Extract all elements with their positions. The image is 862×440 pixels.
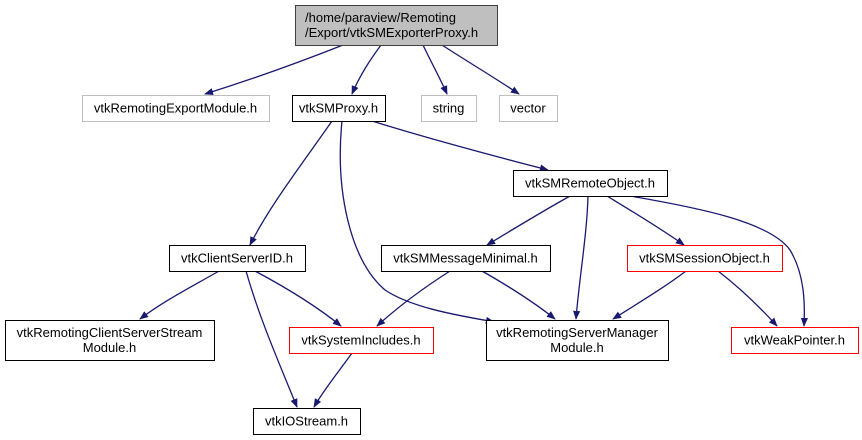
edge-smproxy-to-clientserverid (249, 120, 333, 246)
node-exportmodule: vtkRemotingExportModule.h (82, 95, 270, 122)
node-sessionobject[interactable]: vtkSMSessionObject.h (627, 245, 783, 272)
node-label: /home/paraview/Remoting (305, 10, 456, 25)
node-box (486, 320, 669, 361)
node-label: string (433, 101, 465, 116)
node-smproxy[interactable]: vtkSMProxy.h (292, 95, 386, 122)
node-clientserverid[interactable]: vtkClientServerID.h (169, 245, 306, 272)
node-box (381, 245, 551, 272)
edge-root-to-smproxy (351, 44, 382, 95)
edge-sessionobject-to-weakpointer (717, 270, 778, 327)
node-label: vtkRemotingServerManager (496, 325, 659, 340)
node-box (253, 408, 361, 435)
node-systemincludes[interactable]: vtkSystemIncludes.h (289, 327, 434, 354)
node-box (295, 5, 498, 46)
node-label: Module.h (550, 340, 603, 355)
node-label: vtkClientServerID.h (181, 251, 293, 266)
node-label: vtkSMRemoteObject.h (525, 176, 655, 191)
edge-messageminimal-to-systemincludes (376, 270, 451, 327)
node-label: vtkRemotingExportModule.h (94, 101, 257, 116)
edge-remoteobject-to-sessionobject (606, 195, 685, 246)
node-box (82, 95, 270, 122)
edge-clientserverid-to-csstream (139, 270, 220, 320)
node-label: /Export/vtkSMExporterProxy.h (305, 25, 478, 40)
node-label: vtkRemotingClientServerStream (17, 325, 203, 340)
node-string: string (421, 95, 477, 122)
node-root[interactable]: /home/paraview/Remoting/Export/vtkSMExpo… (295, 5, 498, 46)
node-weakpointer[interactable]: vtkWeakPointer.h (731, 327, 859, 354)
node-remoteobject[interactable]: vtkSMRemoteObject.h (513, 170, 668, 197)
node-label: Module.h (83, 340, 136, 355)
node-messageminimal[interactable]: vtkSMMessageMinimal.h (381, 245, 551, 272)
edge-smproxy-to-servermanager (339, 120, 495, 324)
node-label: vtkIOStream.h (265, 414, 348, 429)
node-label: vtkSMProxy.h (299, 101, 378, 116)
node-label: vtkWeakPointer.h (744, 333, 845, 348)
node-box (289, 327, 434, 354)
node-label: vector (510, 101, 546, 116)
edge-root-to-vector (441, 44, 520, 95)
edge-sessionobject-to-servermanager (612, 270, 687, 320)
edge-root-to-string (422, 44, 448, 95)
node-box (292, 95, 386, 122)
edge-clientserverid-to-systemincludes (254, 270, 342, 327)
node-box (627, 245, 783, 272)
edge-smproxy-to-remoteobject (371, 120, 549, 172)
node-iostream[interactable]: vtkIOStream.h (253, 408, 361, 435)
edge-remoteobject-to-weakpointer (629, 195, 808, 327)
edge-messageminimal-to-servermanager (481, 270, 556, 320)
edge-remoteobject-to-servermanager (573, 195, 589, 320)
node-label: vtkSystemIncludes.h (301, 333, 420, 348)
node-box (513, 170, 668, 197)
node-vector: vector (499, 95, 558, 122)
node-box (731, 327, 859, 354)
node-label: vtkSMMessageMinimal.h (393, 251, 538, 266)
node-box (421, 95, 477, 122)
edge-systemincludes-to-iostream (313, 352, 353, 408)
node-box (499, 95, 558, 122)
edge-root-to-exportmodule (204, 44, 344, 96)
edge-clientserverid-to-iostream (245, 270, 298, 408)
edge-remoteobject-to-messageminimal (486, 195, 571, 246)
node-label: vtkSMSessionObject.h (639, 251, 770, 266)
node-box (5, 320, 215, 361)
node-box (169, 245, 306, 272)
